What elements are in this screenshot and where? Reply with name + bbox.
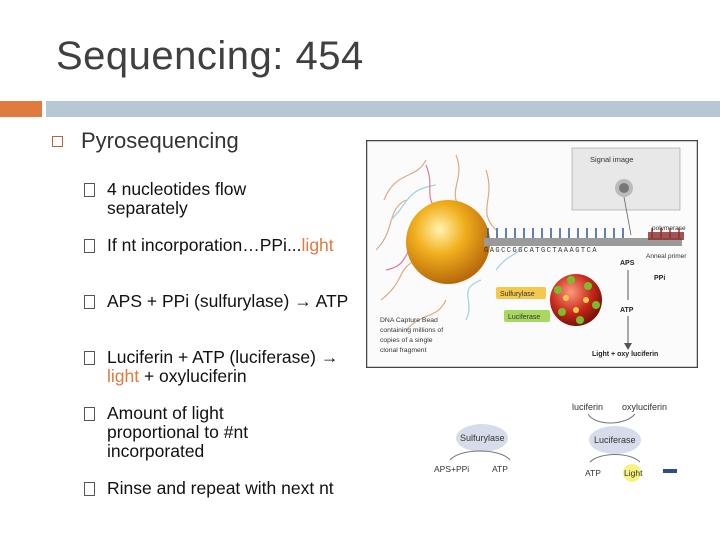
ppi-label: PPi xyxy=(654,275,665,282)
luciferase-label: Luciferase xyxy=(508,314,540,321)
sulfurylase-enzyme-label: Sulfurylase xyxy=(460,433,505,443)
bullet-square-icon xyxy=(52,135,63,147)
dash-mark-icon xyxy=(663,469,677,473)
atp-label: ATP xyxy=(620,307,634,314)
bullet-item: If nt incorporation…PPi...light xyxy=(84,236,337,255)
polymerase-label: polymerase xyxy=(652,225,686,232)
bullet-box-icon xyxy=(84,482,95,496)
bullet-item: Rinse and repeat with next nt xyxy=(84,479,357,498)
bullet-item: APS + PPi (sulfurylase) → ATP xyxy=(84,292,357,311)
sulfurylase-label: Sulfurylase xyxy=(500,291,535,298)
slide-title: Sequencing: 454 xyxy=(56,34,364,78)
atp-input-label: ATP xyxy=(585,468,601,478)
bullet-item: Luciferin + ATP (luciferase) → light + o… xyxy=(84,348,357,386)
light-glow-icon xyxy=(623,464,641,482)
enzyme-cycle-figure: luciferin oxyluciferin Sulfurylase Lucif… xyxy=(434,402,677,482)
aps-label: APS xyxy=(620,260,635,267)
luciferase-enzyme-label: Luciferase xyxy=(594,435,636,445)
bullet-item: Amount of light proportional to #nt inco… xyxy=(84,404,282,461)
bullet-box-icon xyxy=(84,239,95,253)
bullet-box-icon xyxy=(84,407,95,421)
anneal-primer-label: Anneal primer xyxy=(646,253,687,260)
bullet-text: Rinse and repeat with next nt xyxy=(107,478,334,498)
bullet-box-icon xyxy=(84,183,95,197)
aps-ppi-label: APS+PPi xyxy=(434,464,469,474)
bead-caption-line3: copies of a single xyxy=(380,337,433,344)
pyrosequencing-figure: Signal image GAGCCGGCATGCTAAAGTCA xyxy=(366,140,698,368)
bullet-box-icon xyxy=(84,351,95,365)
bullet-box-icon xyxy=(84,295,95,309)
capture-bead-icon xyxy=(406,200,490,284)
oxyluciferin-label: oxyluciferin xyxy=(622,402,667,412)
bead-caption-line4: clonal fragment xyxy=(380,347,427,354)
bead-caption-line2: containing millions of xyxy=(380,327,443,334)
bullet-text: APS + PPi (sulfurylase) → ATP xyxy=(107,291,349,311)
title-accent-bar-orange xyxy=(0,101,42,117)
bullet-text: 4 nucleotides flow separately xyxy=(107,179,247,218)
title-accent-bar-blue xyxy=(46,101,720,117)
level1-bullet: Pyrosequencing xyxy=(52,128,239,154)
heading-text: Pyrosequencing xyxy=(81,128,239,153)
bullet-text: Amount of light proportional to #nt inco… xyxy=(107,403,249,461)
bullet-item: 4 nucleotides flow separately xyxy=(84,180,277,218)
sequencing-bead-icon xyxy=(550,274,602,326)
atp-output-label: ATP xyxy=(492,464,508,474)
light-output-label: Light xyxy=(624,468,643,478)
dna-sequence: GAGCCGGCATGCTAAAGTCA xyxy=(484,247,598,255)
signal-image-label: Signal image xyxy=(590,155,633,164)
bullet-text: Luciferin + ATP (luciferase) → light + o… xyxy=(107,347,339,386)
light-oxyluciferin-label: Light + oxy luciferin xyxy=(592,351,658,358)
bullet-text: If nt incorporation…PPi...light xyxy=(107,235,334,255)
luciferin-label: luciferin xyxy=(572,402,603,412)
bead-caption-line1: DNA Capture Bead xyxy=(380,317,438,324)
